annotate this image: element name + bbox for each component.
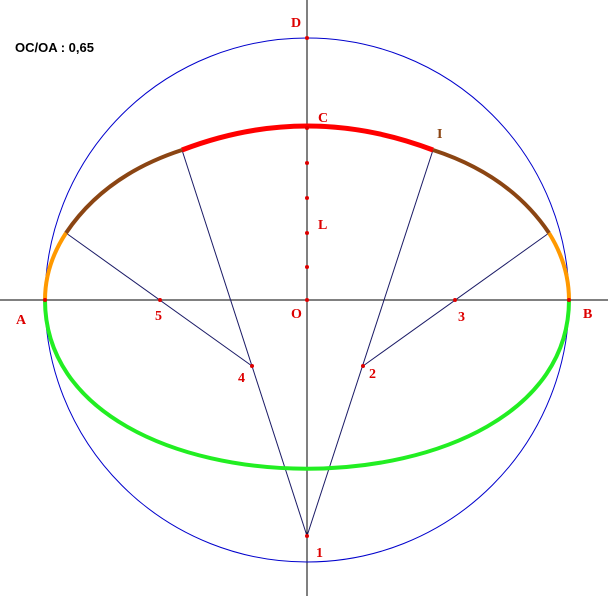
- label-D: D: [291, 16, 301, 31]
- label-3: 3: [458, 310, 465, 325]
- label-A: A: [16, 313, 27, 328]
- construction-line-1-to-right-upper: [306, 149, 434, 537]
- oval-upper-right-arc: [432, 148, 551, 235]
- point-D: [305, 36, 309, 40]
- point-4: [250, 364, 254, 368]
- point-5: [158, 298, 162, 302]
- oval-lower-arc: [43, 299, 571, 471]
- point-L: [305, 231, 309, 235]
- oval-left-end-arc: [43, 231, 68, 301]
- label-O: O: [291, 307, 302, 322]
- point-axis-1: [305, 161, 309, 165]
- label-C: C: [318, 111, 328, 126]
- label-5: 5: [155, 309, 162, 324]
- oval-right-end-arc: [547, 231, 571, 301]
- ratio-readout: OC/OA : 0,65: [15, 40, 94, 55]
- label-2: 2: [369, 367, 376, 382]
- point-B: [567, 298, 571, 302]
- point-1: [305, 534, 309, 538]
- point-3: [453, 298, 457, 302]
- point-axis-2: [305, 196, 309, 200]
- point-C: [305, 126, 309, 130]
- point-axis-3: [305, 265, 309, 269]
- construction-line-1-to-left-upper: [181, 149, 308, 537]
- point-2: [361, 364, 365, 368]
- point-A: [43, 298, 47, 302]
- label-L: L: [318, 218, 327, 233]
- label-4: 4: [238, 371, 245, 386]
- label-I: I: [437, 127, 442, 142]
- label-B: B: [583, 307, 592, 322]
- oval-upper-left-arc: [64, 148, 183, 235]
- point-O: [305, 298, 309, 302]
- label-1: 1: [316, 546, 323, 561]
